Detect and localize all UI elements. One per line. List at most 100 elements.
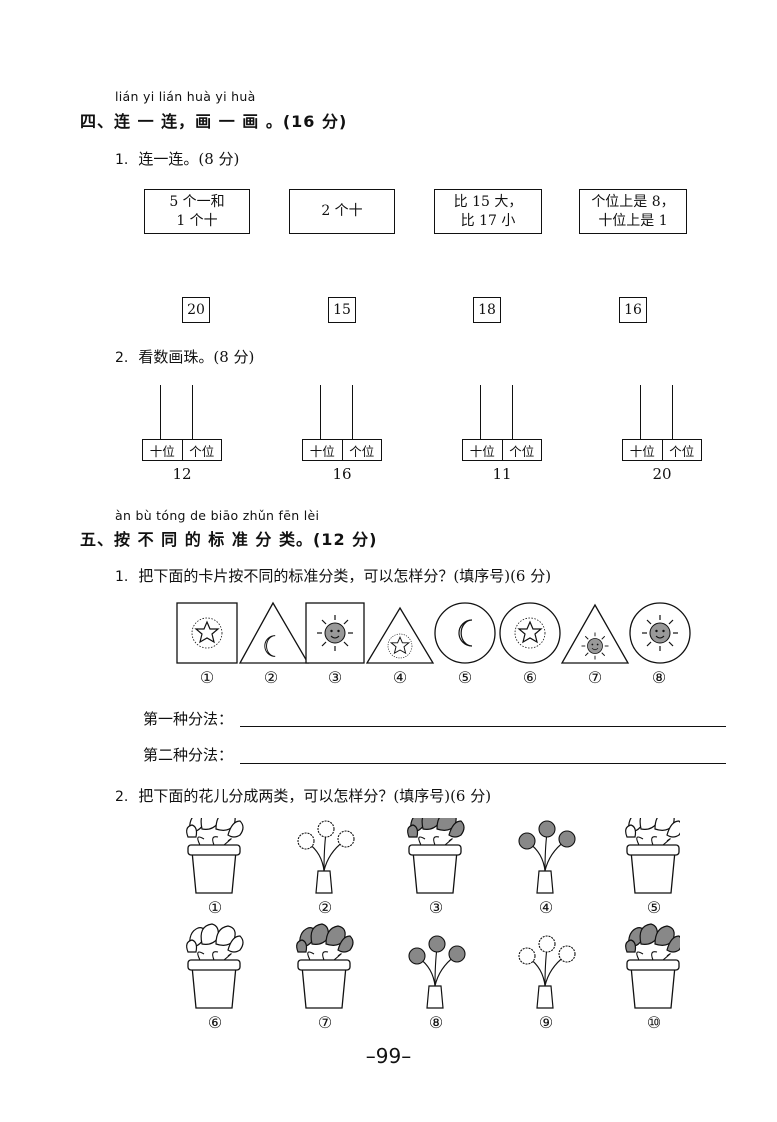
ones-label: 个位 xyxy=(189,443,215,459)
card-label-7: ⑦ xyxy=(587,668,603,687)
card-square-sun xyxy=(305,602,365,664)
s4-q1-text: 连一连。(8 分) xyxy=(138,150,240,168)
tens-rod xyxy=(640,385,642,439)
flower-label-10: ⑩ xyxy=(646,1013,662,1032)
s4-q1-number: 1. xyxy=(115,152,129,168)
card-label-1: ① xyxy=(199,668,215,687)
match-card-1[interactable]: 5 个一和 1 个十 xyxy=(144,189,250,234)
s4-q2-text: 看数画珠。(8 分) xyxy=(138,348,255,366)
card-label-8: ⑧ xyxy=(651,668,667,687)
match-number-3[interactable]: 18 xyxy=(473,297,501,323)
abacus-value: 11 xyxy=(492,465,512,483)
card-circle-star xyxy=(499,602,561,664)
flower-label-7: ⑦ xyxy=(317,1013,333,1032)
method1-answer-line[interactable] xyxy=(240,726,726,727)
ones-rod xyxy=(192,385,194,439)
card-label-3: ③ xyxy=(327,668,343,687)
flower-8-vase-gray xyxy=(408,935,466,1009)
abacus-2[interactable]: 十位个位 16 xyxy=(302,385,382,485)
card-label-4: ④ xyxy=(392,668,408,687)
place-labels: 十位个位 xyxy=(622,439,702,461)
match-number-2[interactable]: 15 xyxy=(328,297,356,323)
card-label-5: ⑤ xyxy=(457,668,473,687)
card-triangle-moon xyxy=(238,601,310,664)
flower-label-1: ① xyxy=(207,898,223,917)
tens-label: 十位 xyxy=(463,440,503,460)
s5-q1-text: 把下面的卡片按不同的标准分类，可以怎样分？(填序号)(6 分) xyxy=(138,567,552,585)
tens-rod xyxy=(480,385,482,439)
s4-q2-number: 2. xyxy=(115,350,129,366)
tens-label: 十位 xyxy=(623,440,663,460)
flower-5-pot-white xyxy=(625,818,680,894)
card-triangle-star xyxy=(365,606,435,664)
method2-label: 第二种分法： xyxy=(143,746,234,764)
method1-label: 第一种分法： xyxy=(143,710,234,728)
flower-1-pot-white xyxy=(186,818,244,894)
s5-q1-number: 1. xyxy=(115,569,129,585)
s5-q2-text: 把下面的花儿分成两类，可以怎样分？(填序号)(6 分) xyxy=(138,787,492,805)
card-text: 比 15 大， xyxy=(453,193,523,210)
place-labels: 十位个位 xyxy=(142,439,222,461)
flower-label-6: ⑥ xyxy=(207,1013,223,1032)
section5-pinyin: àn bù tóng de biāo zhǔn fēn lèi xyxy=(115,508,320,523)
ones-rod xyxy=(672,385,674,439)
tens-rod xyxy=(160,385,162,439)
abacus-1[interactable]: 十位个位 12 xyxy=(142,385,222,485)
tens-label: 十位 xyxy=(303,440,343,460)
abacus-value: 12 xyxy=(172,465,192,483)
ones-label: 个位 xyxy=(349,443,375,459)
ones-rod xyxy=(512,385,514,439)
match-card-3[interactable]: 比 15 大， 比 17 小 xyxy=(434,189,542,234)
card-label-6: ⑥ xyxy=(522,668,538,687)
flower-6-pot-white xyxy=(186,923,244,1009)
card-text: 比 17 小 xyxy=(460,212,516,229)
tens-rod xyxy=(320,385,322,439)
section4-title: 四、连 一 连，画 一 画 。(16 分) xyxy=(80,112,348,131)
section5-title: 五、按 不 同 的 标 准 分 类。(12 分) xyxy=(80,530,378,549)
flower-label-4: ④ xyxy=(538,898,554,917)
card-text: 1 个十 xyxy=(176,212,218,229)
page-number: –99– xyxy=(365,1044,412,1068)
flower-9-vase-white xyxy=(518,935,576,1009)
match-card-2[interactable]: 2 个十 xyxy=(289,189,395,234)
section4-pinyin: lián yi lián huà yi huà xyxy=(115,89,256,104)
flowers-grid xyxy=(186,818,680,1009)
flower-10-pot-gray xyxy=(625,923,680,1009)
abacus-3[interactable]: 十位个位 11 xyxy=(462,385,542,485)
flower-7-pot-gray xyxy=(296,923,354,1009)
abacus-4[interactable]: 十位个位 20 xyxy=(622,385,702,485)
s5-q2-number: 2. xyxy=(115,789,129,805)
card-circle-moon xyxy=(434,602,496,664)
card-triangle-sun xyxy=(560,603,630,664)
ones-label: 个位 xyxy=(669,443,695,459)
method2-answer-line[interactable] xyxy=(240,763,726,764)
flower-label-3: ③ xyxy=(428,898,444,917)
flower-label-2: ② xyxy=(317,898,333,917)
s5-q2-heading: 2. 把下面的花儿分成两类，可以怎样分？(填序号)(6 分) xyxy=(115,785,491,806)
ones-rod xyxy=(352,385,354,439)
card-text: 5 个一和 xyxy=(169,193,225,210)
card-label-2: ② xyxy=(263,668,279,687)
card-text: 个位上是 8， xyxy=(591,193,675,210)
s4-q2-heading: 2. 看数画珠。(8 分) xyxy=(115,346,254,367)
flower-2-vase-white xyxy=(297,820,355,894)
ones-label: 个位 xyxy=(509,443,535,459)
match-card-4[interactable]: 个位上是 8， 十位上是 1 xyxy=(579,189,687,234)
tens-label: 十位 xyxy=(143,440,183,460)
match-number-1[interactable]: 20 xyxy=(182,297,210,323)
flower-3-pot-gray xyxy=(407,818,465,894)
s4-q1-heading: 1. 连一连。(8 分) xyxy=(115,148,239,169)
card-circle-sun xyxy=(629,602,691,664)
abacus-value: 20 xyxy=(652,465,672,483)
card-text: 十位上是 1 xyxy=(598,212,668,229)
place-labels: 十位个位 xyxy=(462,439,542,461)
flower-label-8: ⑧ xyxy=(428,1013,444,1032)
flower-4-vase-gray xyxy=(518,820,576,894)
flower-label-5: ⑤ xyxy=(646,898,662,917)
s5-q1-heading: 1. 把下面的卡片按不同的标准分类，可以怎样分？(填序号)(6 分) xyxy=(115,565,551,586)
shape-cards xyxy=(176,601,691,664)
match-number-4[interactable]: 16 xyxy=(619,297,647,323)
abacus-value: 16 xyxy=(332,465,352,483)
card-square-star xyxy=(176,602,238,664)
flower-label-9: ⑨ xyxy=(538,1013,554,1032)
